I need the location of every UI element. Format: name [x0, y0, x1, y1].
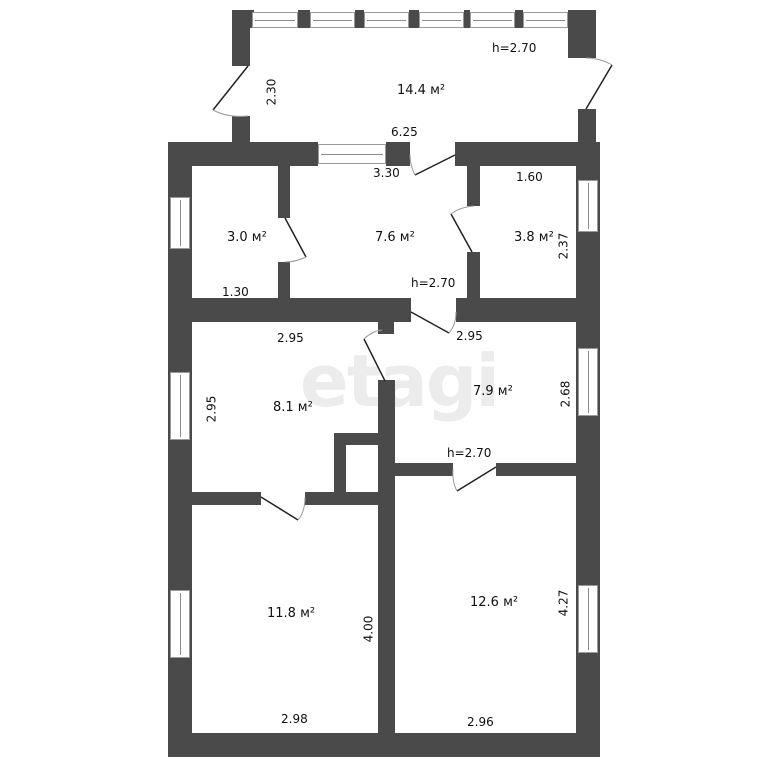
- balcony-window-3: [364, 12, 409, 28]
- wall-row1-row2-left: [168, 298, 411, 322]
- wall-corridor-bottom-left: [378, 463, 453, 476]
- window-right-bathroom: [578, 180, 598, 232]
- hall-width-dim: 3.30: [373, 166, 400, 180]
- wall-row1-row2-right: [456, 298, 600, 322]
- bedroom-left-depth-dim: 4.00: [361, 615, 376, 643]
- wall-kitchen-bottom-left: [168, 492, 261, 505]
- corridor-area: 7.9 м²: [473, 384, 513, 399]
- outer-wall-top-left: [168, 142, 318, 166]
- bedroom-left-width-dim: 2.98: [281, 712, 308, 726]
- window-left-storage: [170, 197, 190, 249]
- corridor-height: h=2.70: [447, 446, 492, 460]
- shaft-wall-top: [334, 433, 384, 445]
- bedroom-right-depth-dim: 4.27: [556, 589, 571, 617]
- corridor-width-dim: 2.95: [456, 329, 483, 343]
- storage-width-dim: 1.30: [222, 285, 249, 299]
- balcony-window-5: [470, 12, 515, 28]
- bedroom-right-width-dim: 2.96: [467, 715, 494, 729]
- balcony-wall-right-top: [568, 10, 596, 58]
- balcony-mullion: [355, 10, 364, 28]
- balcony-wall-right-bottom: [578, 109, 596, 149]
- window-left-bedroom: [170, 590, 190, 658]
- bathroom-area: 3.8 м²: [514, 230, 554, 245]
- balcony-window-6: [523, 12, 568, 28]
- balcony-depth-dim: 2.30: [264, 78, 279, 106]
- partition-storage-hall-bottom: [278, 262, 290, 298]
- partition-hall-bath-top: [467, 166, 480, 206]
- balcony-mullion: [515, 10, 523, 28]
- wall-kitchen-bottom-right: [305, 492, 395, 505]
- balcony-area: 14.4 м²: [397, 83, 446, 98]
- balcony-mullion: [464, 10, 470, 28]
- bedroom-right-area: 12.6 м²: [470, 595, 519, 610]
- wall-corridor-bottom-right: [496, 463, 600, 476]
- balcony-window-4: [419, 12, 464, 28]
- window-right-corridor: [578, 348, 598, 416]
- kitchen-width-dim: 2.95: [277, 331, 304, 345]
- hall-height: h=2.70: [411, 276, 456, 290]
- balcony-mullion: [409, 10, 419, 28]
- hall-window: [318, 144, 386, 164]
- storage-area: 3.0 м²: [227, 230, 267, 245]
- balcony-window-1: [252, 12, 298, 28]
- partition-hall-bath-bottom: [467, 252, 480, 298]
- kitchen-area: 8.1 м²: [273, 400, 313, 415]
- bathroom-width-dim: 1.60: [516, 170, 543, 184]
- window-right-bedroom: [578, 585, 598, 653]
- balcony-height: h=2.70: [492, 41, 537, 55]
- window-left-kitchen: [170, 372, 190, 440]
- balcony-wall-left-bottom: [232, 116, 250, 146]
- watermark-logo: etagi: [300, 339, 500, 423]
- balcony-mullion: [298, 10, 310, 28]
- outer-wall-top-right: [455, 142, 600, 166]
- kitchen-depth-dim: 2.95: [204, 395, 219, 423]
- bedroom-left-area: 11.8 м²: [267, 606, 316, 621]
- partition-storage-hall-top: [278, 166, 290, 218]
- outer-wall-right: [576, 142, 600, 757]
- hall-area: 7.6 м²: [375, 230, 415, 245]
- outer-wall-top-mid: [386, 142, 410, 166]
- corridor-depth-dim: 2.68: [558, 380, 573, 408]
- shaft-wall-left: [334, 433, 346, 505]
- balcony-window-2: [310, 12, 355, 28]
- balcony-width-dim: 6.25: [391, 125, 418, 139]
- outer-wall-bottom: [168, 733, 600, 757]
- balcony-top-pier: [232, 10, 254, 28]
- wall-stub: [378, 298, 394, 334]
- bathroom-depth-dim: 2.37: [556, 232, 571, 260]
